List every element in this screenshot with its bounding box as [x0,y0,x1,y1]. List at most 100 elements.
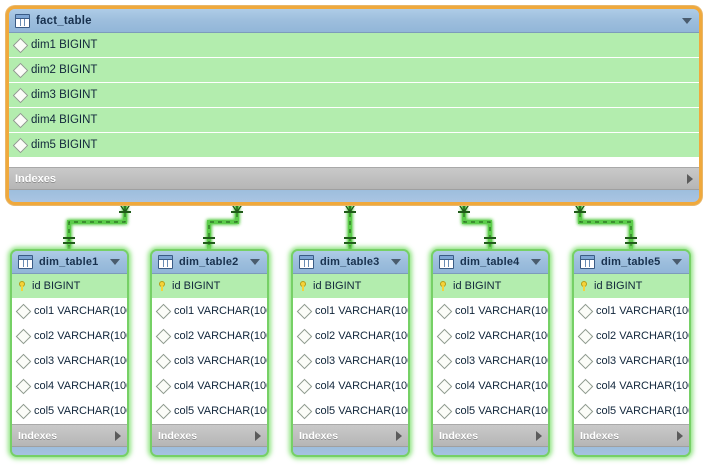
column-row[interactable]: col4 VARCHAR(100) [574,374,689,399]
column-row[interactable]: col1 VARCHAR(100) [433,299,548,324]
table-dim_table1[interactable]: dim_table1 id BIGINT col1 VARCHAR(100) c… [10,249,129,457]
column-label: col1 VARCHAR(100) [174,305,269,317]
diamond-icon [296,353,313,369]
column-row[interactable]: col1 VARCHAR(100) [12,299,127,324]
column-row-pk[interactable]: id BIGINT [293,274,408,299]
diamond-icon [15,353,32,369]
column-row[interactable]: dim3 BIGINT [9,83,699,108]
column-row[interactable]: col1 VARCHAR(100) [293,299,408,324]
table-title-dim_table3: dim_table3 [320,256,380,268]
column-row[interactable]: col5 VARCHAR(100) [152,399,267,424]
table-header-fact_table[interactable]: fact_table [9,9,699,33]
diamond-icon [296,303,313,319]
column-label: dim3 BIGINT [31,89,98,101]
table-footer-fact_table [9,190,699,201]
column-row[interactable]: dim2 BIGINT [9,58,699,83]
column-row[interactable]: col5 VARCHAR(100) [574,399,689,424]
column-row-pk[interactable]: id BIGINT [433,274,548,299]
indexes-section-dim_table2[interactable]: Indexes [152,424,267,447]
column-row-pk[interactable]: id BIGINT [152,274,267,299]
column-label: col5 VARCHAR(100) [596,405,691,417]
column-row[interactable]: col4 VARCHAR(100) [152,374,267,399]
column-row[interactable]: col4 VARCHAR(100) [293,374,408,399]
diamond-icon [15,328,32,344]
column-row[interactable]: col5 VARCHAR(100) [293,399,408,424]
table-footer-dim_table3 [293,447,408,455]
column-row[interactable]: col3 VARCHAR(100) [433,349,548,374]
chevron-down-icon[interactable] [250,259,260,265]
column-row[interactable]: col2 VARCHAR(100) [433,324,548,349]
column-row[interactable]: col3 VARCHAR(100) [152,349,267,374]
column-row[interactable]: col2 VARCHAR(100) [293,324,408,349]
column-row[interactable]: col4 VARCHAR(100) [433,374,548,399]
indexes-label: Indexes [580,429,620,442]
chevron-right-icon[interactable] [396,430,402,441]
chevron-right-icon[interactable] [255,430,261,441]
column-label: col1 VARCHAR(100) [315,305,410,317]
table-dim_table2[interactable]: dim_table2 id BIGINT col1 VARCHAR(100) c… [150,249,269,457]
chevron-down-icon[interactable] [682,17,692,24]
column-label: dim2 BIGINT [31,64,98,76]
table-header-dim_table1[interactable]: dim_table1 [12,251,127,274]
chevron-down-icon[interactable] [672,259,682,265]
chevron-right-icon[interactable] [115,430,121,441]
column-row[interactable]: col2 VARCHAR(100) [574,324,689,349]
table-header-dim_table2[interactable]: dim_table2 [152,251,267,274]
column-row-pk[interactable]: id BIGINT [574,274,689,299]
column-row[interactable]: col1 VARCHAR(100) [152,299,267,324]
table-dim_table4[interactable]: dim_table4 id BIGINT col1 VARCHAR(100) c… [431,249,550,457]
indexes-section-fact_table[interactable]: Indexes [9,167,699,190]
table-dim_table3[interactable]: dim_table3 id BIGINT col1 VARCHAR(100) c… [291,249,410,457]
column-row-pk[interactable]: id BIGINT [12,274,127,299]
column-label: id BIGINT [32,280,81,292]
column-label: col3 VARCHAR(100) [596,355,691,367]
chevron-down-icon[interactable] [531,259,541,265]
column-row[interactable]: col2 VARCHAR(100) [12,324,127,349]
chevron-right-icon[interactable] [536,430,542,441]
table-header-dim_table5[interactable]: dim_table5 [574,251,689,274]
indexes-section-dim_table3[interactable]: Indexes [293,424,408,447]
diamond-icon [155,378,172,394]
chevron-right-icon[interactable] [677,430,683,441]
column-row[interactable]: col1 VARCHAR(100) [574,299,689,324]
column-row[interactable]: col5 VARCHAR(100) [12,399,127,424]
column-row[interactable]: col2 VARCHAR(100) [152,324,267,349]
column-row[interactable]: dim4 BIGINT [9,108,699,133]
column-label: col4 VARCHAR(100) [315,380,410,392]
indexes-section-dim_table4[interactable]: Indexes [433,424,548,447]
diamond-icon [296,403,313,419]
column-label: col2 VARCHAR(100) [315,330,410,342]
column-row[interactable]: col3 VARCHAR(100) [293,349,408,374]
diamond-icon [155,353,172,369]
column-row[interactable]: dim5 BIGINT [9,133,699,158]
chevron-down-icon[interactable] [391,259,401,265]
column-row[interactable]: col3 VARCHAR(100) [574,349,689,374]
table-title-fact_table: fact_table [36,14,92,27]
column-label: col5 VARCHAR(100) [34,405,129,417]
column-label: dim5 BIGINT [31,139,98,151]
diamond-icon [436,303,453,319]
table-fact_table[interactable]: fact_table dim1 BIGINT dim2 BIGINT dim3 … [6,6,702,205]
indexes-label: Indexes [439,429,479,442]
table-dim_table5[interactable]: dim_table5 id BIGINT col1 VARCHAR(100) c… [572,249,691,457]
key-icon [158,281,167,291]
column-label: col4 VARCHAR(100) [34,380,129,392]
table-header-dim_table3[interactable]: dim_table3 [293,251,408,274]
table-title-dim_table4: dim_table4 [460,256,520,268]
column-list-spacer [9,158,699,167]
column-row[interactable]: col3 VARCHAR(100) [12,349,127,374]
diamond-icon [577,328,594,344]
indexes-label: Indexes [18,429,58,442]
column-label: col2 VARCHAR(100) [174,330,269,342]
indexes-section-dim_table5[interactable]: Indexes [574,424,689,447]
column-label: col5 VARCHAR(100) [455,405,550,417]
indexes-section-dim_table1[interactable]: Indexes [12,424,127,447]
diamond-icon [15,378,32,394]
chevron-down-icon[interactable] [110,259,120,265]
column-row[interactable]: dim1 BIGINT [9,33,699,58]
column-row[interactable]: col5 VARCHAR(100) [433,399,548,424]
chevron-right-icon[interactable] [687,173,693,184]
column-row[interactable]: col4 VARCHAR(100) [12,374,127,399]
table-header-dim_table4[interactable]: dim_table4 [433,251,548,274]
